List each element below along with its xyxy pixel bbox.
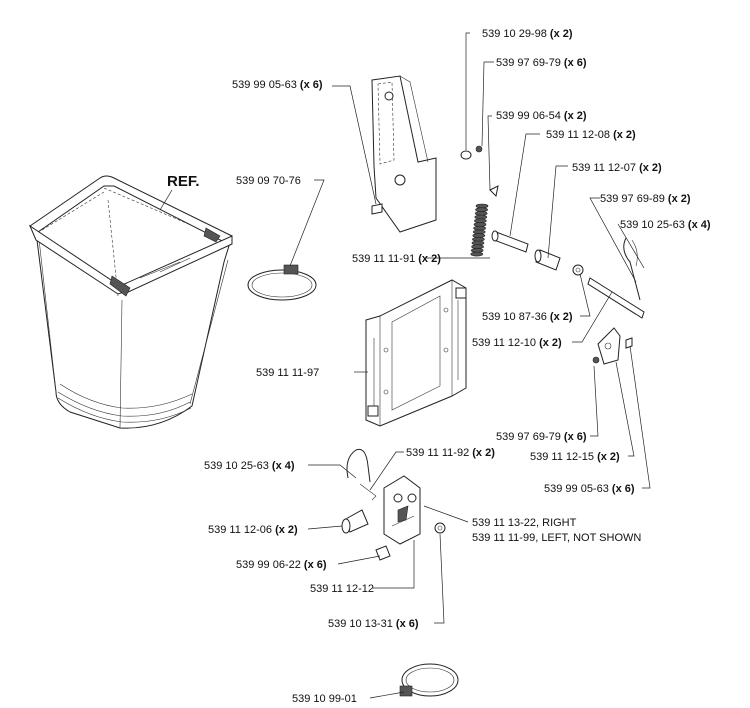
callout-c11: 539 10 87-36 (x 2) <box>482 311 573 323</box>
callout-c23: 539 11 12-12 <box>310 583 374 595</box>
callout-c25: 539 10 99-01 <box>292 693 357 705</box>
ref-label: REF. <box>167 173 200 190</box>
callout-c13: 539 11 11-97 <box>256 367 319 379</box>
leader-lines <box>289 32 651 699</box>
hook-illustration <box>489 185 499 198</box>
nut-illustration <box>572 264 584 276</box>
spring-coil <box>471 244 484 249</box>
frame-illustration <box>365 279 467 427</box>
small-plate-illustration <box>592 327 633 365</box>
rod-illustration <box>587 277 645 319</box>
callout-c16: 539 11 11-92 (x 2) <box>406 447 495 459</box>
hose-clamp-illustration <box>247 264 317 301</box>
callout-c17: 539 11 12-15 (x 2) <box>530 451 620 463</box>
spring-coil <box>472 233 486 238</box>
callout-c15: 539 10 25-63 (x 4) <box>204 460 295 472</box>
washer-nut-illustration <box>460 145 483 160</box>
callout-c18: 539 99 05-63 (x 6) <box>544 483 635 495</box>
callout-c5: 539 11 12-08 (x 2) <box>546 129 636 141</box>
hairpin-illustration <box>623 237 641 301</box>
callout-c9: 539 10 25-63 (x 4) <box>620 219 711 231</box>
spring-illustration <box>470 203 489 257</box>
callout-c7: 539 09 70-76 <box>236 175 301 187</box>
callout-c1: 539 10 29-98 (x 2) <box>482 28 573 40</box>
upper-bracket-illustration <box>371 75 437 233</box>
bolt-illustration <box>375 545 391 561</box>
callout-c6: 539 11 12-07 (x 2) <box>572 162 662 174</box>
callout-c14: 539 97 69-79 (x 6) <box>496 431 587 443</box>
callout-c12: 539 11 12-10 (x 2) <box>472 337 562 349</box>
spring-coil <box>473 225 486 231</box>
lower-nut-illustration <box>434 522 446 534</box>
spring-coil <box>473 222 487 227</box>
side-plate-illustration <box>383 475 421 545</box>
callout-c19: 539 11 13-22, RIGHT <box>472 517 577 529</box>
callout-c22: 539 99 06-22 (x 6) <box>236 559 327 571</box>
callout-c10: 539 11 11-91 (x 2) <box>352 253 441 265</box>
spring-coil <box>471 240 485 246</box>
callout-c8: 539 97 69-89 (x 2) <box>600 193 691 205</box>
spring-coil <box>475 203 489 209</box>
spring-coil <box>474 218 487 224</box>
callout-c2: 539 97 69-79 (x 6) <box>496 57 587 69</box>
tube-illustration <box>534 249 561 271</box>
callout-c4: 539 99 06-54 (x 2) <box>496 110 587 122</box>
callout-c3: 539 99 05-63 (x 6) <box>232 79 323 91</box>
spring-coil <box>474 211 488 216</box>
grass-bag-illustration: REF. <box>28 173 233 429</box>
spring-coil <box>470 251 484 257</box>
spring-coil <box>470 248 484 253</box>
callout-c20: 539 11 11-99, LEFT, NOT SHOWN <box>472 532 641 544</box>
lever-pin-illustration <box>341 509 369 534</box>
callout-c21: 539 11 12-06 (x 2) <box>208 524 298 536</box>
bottom-clamp-illustration <box>399 663 459 697</box>
spring-coil <box>472 229 486 235</box>
spring-coil <box>475 207 488 212</box>
spring-coil <box>472 237 485 242</box>
spring-coil <box>474 214 488 220</box>
callout-labels: 539 10 29-98 (x 2) 539 97 69-79 (x 6) 53… <box>204 28 711 705</box>
callout-c24: 539 10 13-31 (x 6) <box>328 618 419 630</box>
pin-illustration <box>491 230 529 253</box>
lower-hairpin-illustration <box>346 448 377 501</box>
